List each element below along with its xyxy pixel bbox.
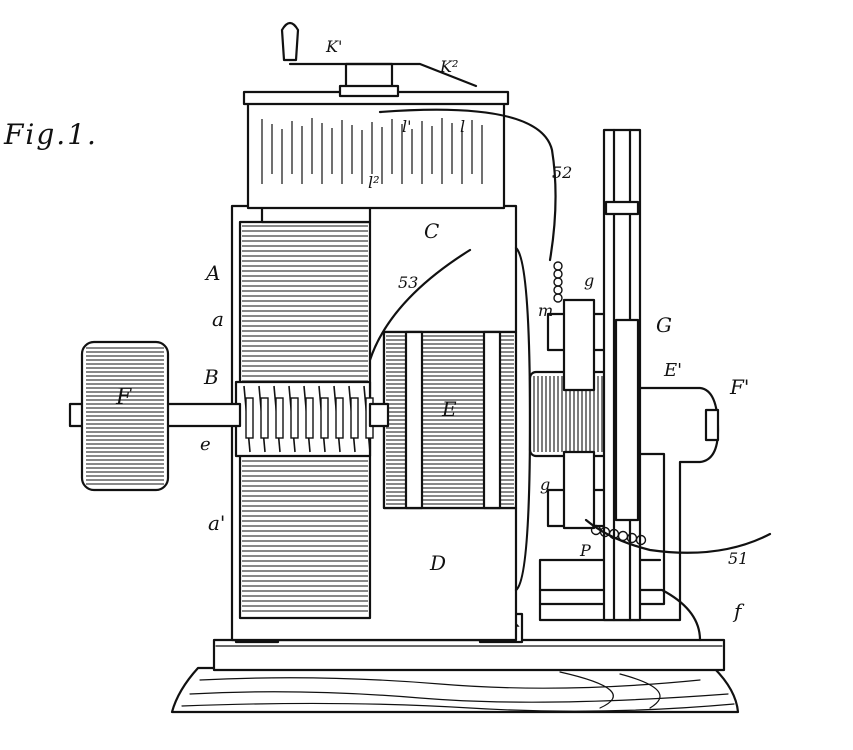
label-e1: E'	[663, 360, 682, 381]
label-f: F	[115, 385, 132, 410]
label-a-coil: A	[204, 261, 220, 285]
label-d: D	[429, 551, 446, 575]
bracket-f	[538, 588, 702, 642]
wooden-base	[170, 666, 740, 714]
label-b: B	[203, 365, 219, 389]
pole-edge	[514, 246, 532, 592]
commutator-b	[234, 380, 374, 458]
label-e-shaft: e	[200, 434, 211, 455]
pulley-f	[80, 340, 170, 492]
label-p: P	[579, 541, 591, 560]
label-l: l	[460, 117, 465, 136]
label-51: 51	[728, 549, 748, 568]
label-g-bottom: g	[540, 475, 550, 494]
figure-title: Fig.1.	[3, 118, 98, 151]
label-f-bracket: f	[732, 599, 745, 623]
resistance-box	[242, 90, 510, 210]
label-g-rod: G	[656, 313, 672, 337]
label-k1: K'	[325, 37, 342, 56]
figure-labels: Fig.1. K' K² l' l l² 52 C A 53 a m g G B…	[3, 37, 749, 623]
label-g-top: g	[584, 271, 594, 290]
label-l1: l'	[402, 117, 412, 136]
label-f1: F'	[729, 375, 749, 399]
label-m: m	[538, 301, 553, 320]
label-53: 53	[398, 273, 418, 292]
label-c: C	[424, 219, 439, 243]
label-e-armature: E	[441, 397, 457, 421]
wires	[368, 108, 772, 554]
label-a: a	[212, 307, 224, 331]
label-l2: l²	[368, 173, 380, 192]
label-52: 52	[552, 163, 572, 182]
bed-plate	[212, 638, 726, 672]
label-a1: a'	[208, 511, 225, 535]
label-k2: K²	[439, 57, 458, 76]
vertical-rod-g	[602, 128, 642, 622]
armature-e	[382, 330, 518, 510]
crank-k	[280, 21, 478, 98]
